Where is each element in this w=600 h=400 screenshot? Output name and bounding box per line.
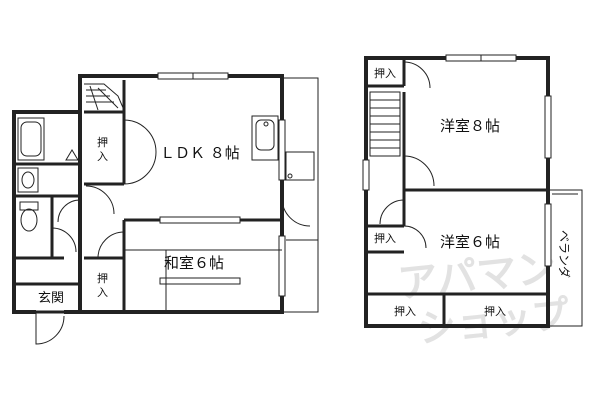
floor1-windows: [157, 72, 286, 297]
genkan-label: 玄関: [38, 291, 64, 306]
floor1-toilet: [19, 201, 39, 232]
ldk-label: ＬＤＫ ８帖: [160, 144, 240, 162]
floor2-closet-bottom-right-label: 押入: [484, 304, 506, 318]
floor1-bath-triangle: [65, 149, 79, 161]
floor1-bathtub: [17, 117, 45, 161]
washitsu-closet-label-bottom: 入: [97, 286, 108, 299]
floor1-kitchen-sink: [251, 115, 279, 161]
floor1-stairs: [84, 83, 125, 111]
floor2-closet-mid-label: 押入: [374, 231, 396, 245]
second-floor: [362, 54, 583, 328]
floor1-appliance-knob: [287, 173, 293, 179]
ldk-closet-label-top: 押: [97, 135, 108, 149]
first-floor-labels: ＬＤＫ ８帖 和室６帖 玄関 押 入 押 入: [38, 135, 240, 306]
floor2-windows: [362, 54, 552, 267]
first-floor: [12, 72, 319, 345]
floor2-inner-walls: [366, 58, 548, 326]
ldk-closet-label-bottom: 入: [97, 150, 108, 163]
floor2-closet-bottom-left-label: 押入: [394, 304, 416, 318]
second-floor-labels: 押入 洋室８帖 押入 洋室６帖 押入 押入 ベランダ: [374, 66, 572, 318]
washitsu-closet-label-top: 押: [97, 271, 108, 285]
floor1-appliance-box: [285, 151, 315, 181]
floor1-washbasin: [17, 167, 39, 193]
floor1-deck-outline: [282, 77, 319, 313]
floor2-stairs: [369, 91, 401, 157]
floor2-doors: [379, 61, 435, 249]
washitsu-label: 和室６帖: [164, 254, 224, 272]
floor1-tatami-lines: [124, 249, 282, 312]
room8-label: 洋室８帖: [440, 117, 500, 135]
veranda-label: ベランダ: [557, 230, 572, 278]
floor1-outer-walls: [12, 74, 284, 314]
room6-label: 洋室６帖: [440, 233, 500, 251]
floor2-veranda-outline: [548, 189, 583, 327]
watermark-logo: アパマン ショップ: [396, 245, 572, 351]
floor2-closet-top-label: 押入: [374, 66, 396, 80]
floor1-inner-walls: [14, 80, 282, 312]
